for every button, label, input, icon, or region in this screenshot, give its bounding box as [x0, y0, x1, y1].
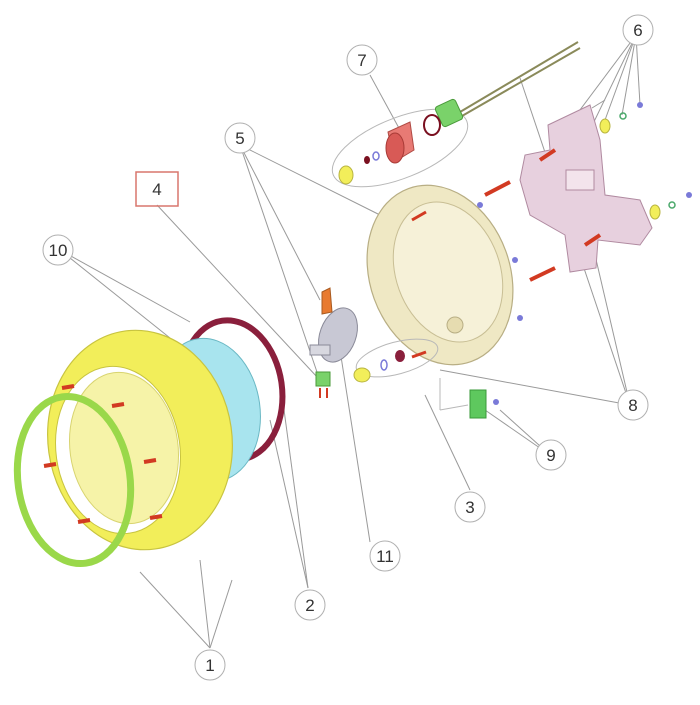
- callout-label: 5: [235, 129, 244, 148]
- callout-4: 4: [152, 180, 161, 199]
- callouts: 1 2 3 4 5 6 7 8 9: [42, 14, 654, 681]
- mounting-screws: [429, 180, 556, 321]
- front-ring: [13, 392, 135, 568]
- callout-label: 10: [49, 241, 68, 260]
- callout-1: 1: [194, 649, 226, 681]
- callout-label: 3: [465, 498, 474, 517]
- callout-label: 9: [546, 446, 555, 465]
- callout-label: 1: [205, 656, 214, 675]
- callout-6: 6: [622, 14, 654, 46]
- leader-lines: [59, 34, 641, 649]
- callout-9: 9: [535, 439, 567, 471]
- part-7-sensor-assembly: [331, 41, 581, 188]
- part-6-bracket: [519, 99, 692, 273]
- part-5-plate: [309, 287, 358, 398]
- housing: [366, 184, 514, 366]
- callout-11: 11: [369, 540, 401, 572]
- callout-8: 8: [617, 389, 649, 421]
- callout-10: 10: [42, 234, 74, 266]
- callout-label: 8: [628, 396, 637, 415]
- highlight-box: [135, 171, 179, 207]
- callout-label: 4: [152, 180, 161, 199]
- callout-7: 7: [346, 44, 378, 76]
- callout-5: 5: [224, 122, 256, 154]
- callout-label: 2: [305, 596, 314, 615]
- callout-3: 3: [454, 491, 486, 523]
- callout-2: 2: [294, 589, 326, 621]
- callout-label: 11: [376, 547, 394, 566]
- part-3-cap-group: [353, 338, 439, 383]
- callout-label: 6: [633, 21, 642, 40]
- callout-label: 7: [357, 51, 366, 70]
- part-9-clip: [439, 378, 499, 419]
